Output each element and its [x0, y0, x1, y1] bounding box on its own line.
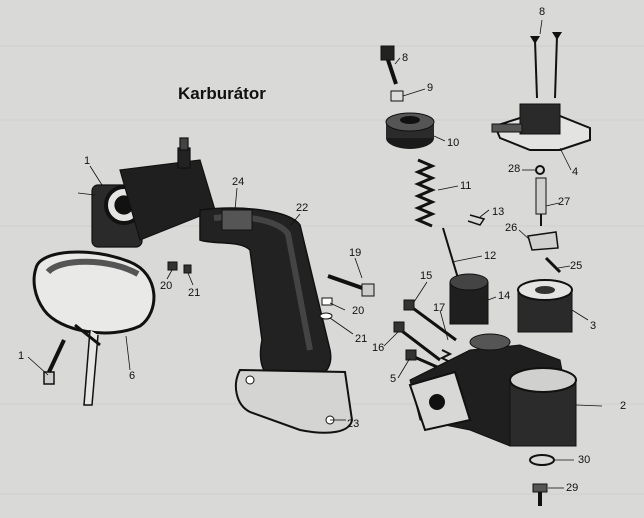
callout-28: 28: [508, 163, 521, 175]
intake-manifold: [199, 207, 354, 434]
callout-20: 20: [352, 305, 365, 317]
callout-16: 16: [372, 342, 385, 354]
plate-26: [527, 231, 559, 251]
bolt-19: [319, 274, 375, 320]
clip-13: [467, 214, 486, 226]
air-filter-housing: [32, 250, 156, 406]
callout-1: 1: [84, 155, 91, 167]
cap-10: [385, 112, 435, 149]
callout-29: 29: [566, 482, 579, 494]
callout-6: 6: [129, 370, 136, 382]
callout-23: 23: [347, 418, 360, 430]
callout-17: 17: [433, 302, 446, 314]
callout-24: 24: [232, 176, 245, 188]
callout-14: 14: [498, 290, 511, 302]
fuel-tap-4: [491, 32, 591, 151]
callout-26: 26: [505, 222, 518, 234]
callout-19: 19: [349, 247, 362, 259]
bolt-1: [43, 339, 66, 385]
callout-27: 27: [558, 196, 571, 208]
nut-9: [390, 90, 404, 102]
callout-11: 11: [460, 180, 472, 192]
gasket-30: [529, 454, 555, 466]
callout-1: 1: [18, 350, 25, 362]
callout-21: 21: [355, 333, 368, 345]
callout-8: 8: [402, 52, 409, 64]
callout-12: 12: [484, 250, 497, 262]
screw-29: [532, 483, 548, 506]
callout-13: 13: [492, 206, 505, 218]
callout-21: 21: [188, 287, 201, 299]
callout-3: 3: [590, 320, 597, 332]
washer-28: [535, 165, 545, 175]
slide-14: [449, 273, 489, 325]
float-needle-27: [535, 177, 547, 226]
top-bolt-8: [380, 45, 398, 85]
carburetor-body: [91, 137, 216, 248]
diagram-title: Karburátor: [178, 84, 266, 103]
small-nuts-left: [167, 261, 192, 274]
leader-lines: [27, 19, 603, 489]
callout-15: 15: [420, 270, 433, 282]
callout-30: 30: [578, 454, 591, 466]
callout-2: 2: [620, 400, 627, 412]
callout-5: 5: [390, 373, 397, 385]
float-3: [517, 279, 573, 333]
main-housing-2: [408, 333, 577, 447]
pin-25: [544, 256, 562, 274]
callout-22: 22: [296, 202, 309, 214]
callout-8: 8: [539, 6, 546, 18]
callout-25: 25: [570, 260, 583, 272]
callout-9: 9: [427, 82, 434, 94]
spring-11: [414, 158, 436, 228]
callout-20: 20: [160, 280, 173, 292]
callout-4: 4: [572, 166, 579, 178]
callout-10: 10: [447, 137, 460, 149]
